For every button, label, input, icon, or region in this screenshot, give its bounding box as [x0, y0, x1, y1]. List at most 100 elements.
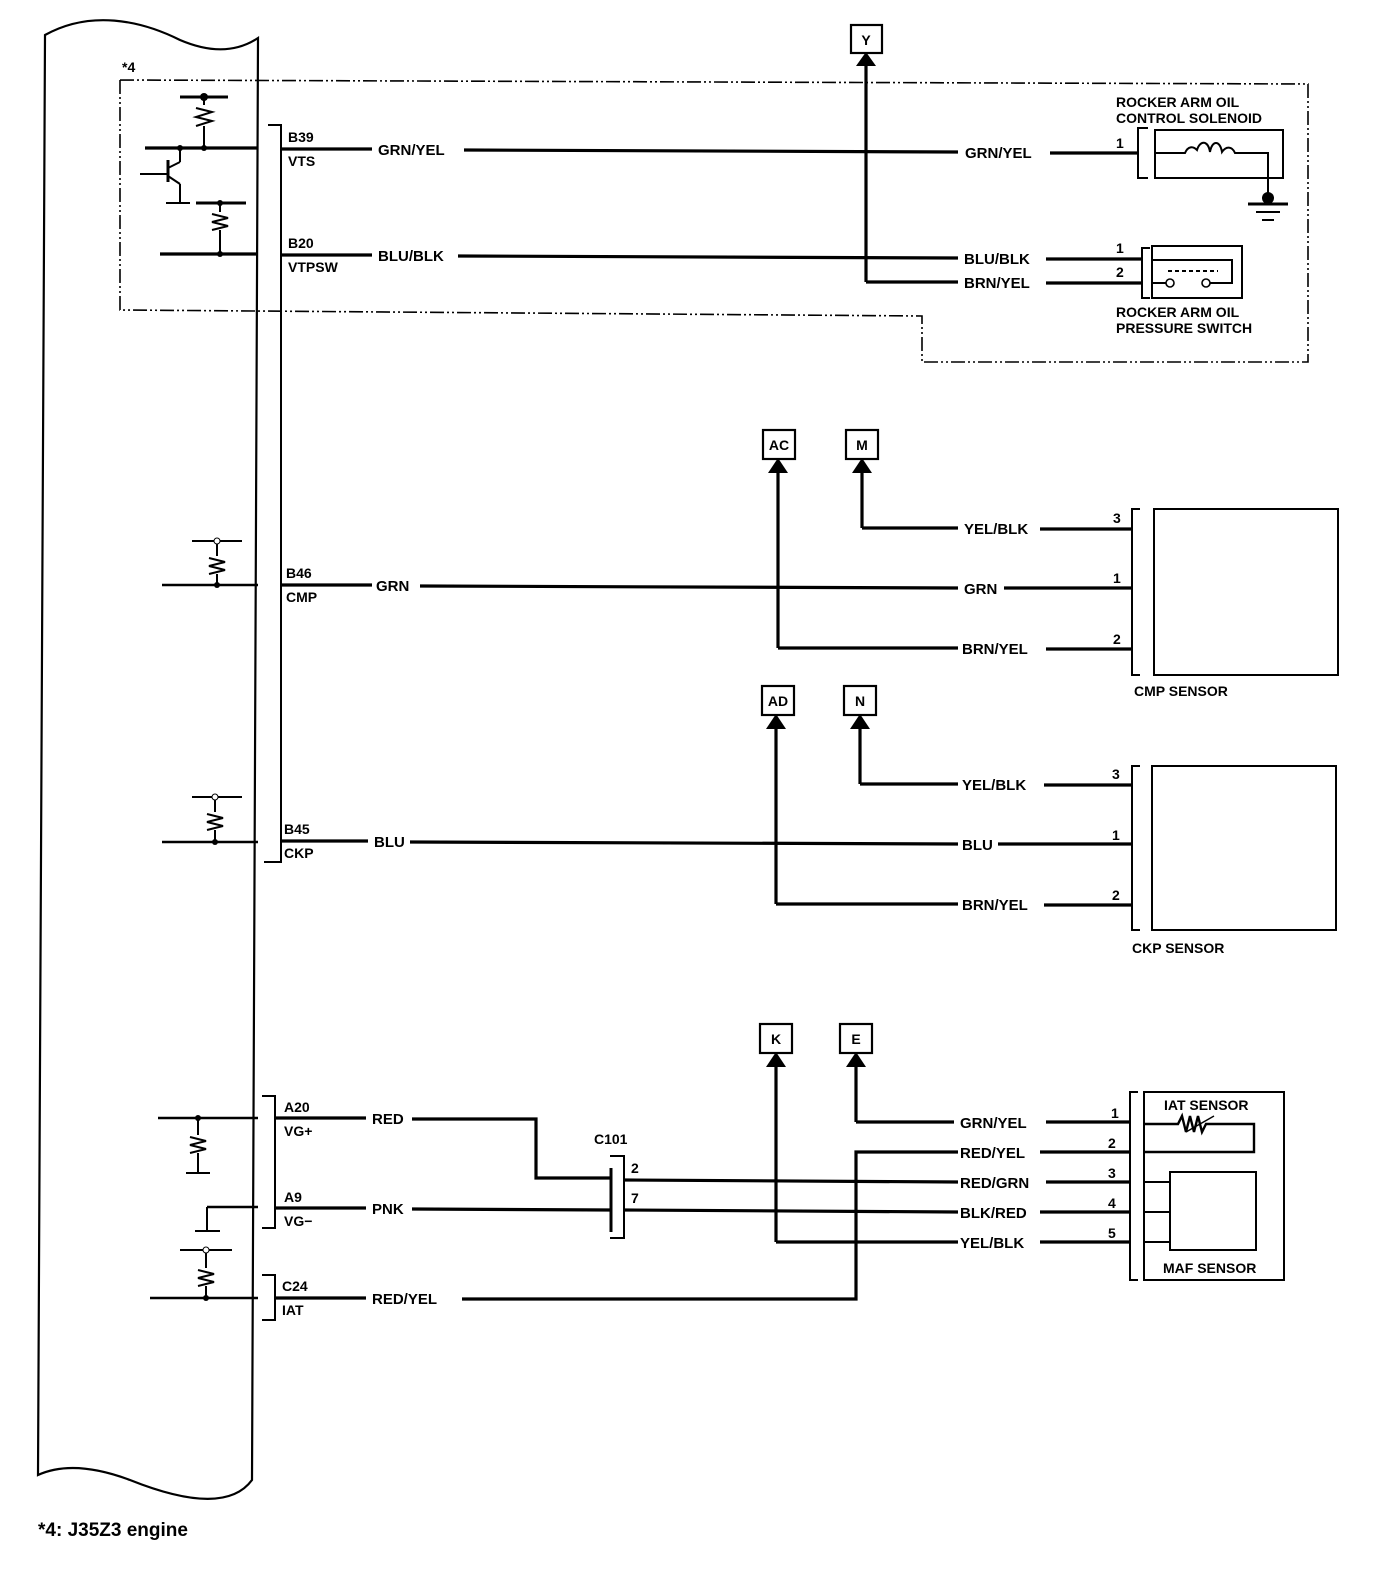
- wire-label-blu-sensor: BLU: [962, 837, 993, 854]
- svg-text:BLK/RED: BLK/RED: [960, 1205, 1027, 1222]
- svg-text:ROCKER ARM OIL: ROCKER ARM OIL: [1116, 94, 1240, 110]
- svg-text:CKP: CKP: [284, 845, 314, 861]
- ecm-internal-circuit-ckp: [162, 793, 258, 845]
- connector-k[interactable]: K: [758, 1022, 794, 1055]
- arrow-up-icon: [766, 714, 786, 729]
- wire-blu-blk: [457, 254, 959, 260]
- svg-text:E: E: [851, 1031, 860, 1047]
- svg-text:YEL/BLK: YEL/BLK: [960, 1235, 1024, 1252]
- svg-text:2: 2: [1108, 1135, 1116, 1151]
- cmp-pin-1: 1: [1113, 570, 1121, 586]
- svg-text:CMP: CMP: [286, 589, 317, 605]
- ecm-pin-b46: B46 CMP: [286, 565, 317, 605]
- thermistor-icon: [1144, 1112, 1256, 1154]
- wire-label-brn-yel-cmp: BRN/YEL: [962, 641, 1028, 658]
- ecm-pin-b45: B45 CKP: [284, 821, 314, 861]
- svg-text:B39: B39: [288, 129, 314, 145]
- maf-wire-labels: GRN/YEL RED/YEL RED/GRN BLK/RED YEL/BLK: [960, 1115, 1029, 1252]
- ckp-pin-1: 1: [1112, 827, 1120, 843]
- wire-label-yel-blk-cmp: YEL/BLK: [964, 521, 1028, 538]
- ckp-pin-3: 3: [1112, 766, 1120, 782]
- maf-iat-sensor: IAT SENSOR MAF SENSOR: [1129, 1091, 1285, 1281]
- ecm-internal-circuit-maf: [150, 1115, 258, 1301]
- ecm-connector-b: [264, 124, 282, 863]
- wire-label-red-yel-ecm: RED/YEL: [372, 1291, 437, 1308]
- connector-m[interactable]: M: [844, 428, 880, 461]
- svg-text:B46: B46: [286, 565, 312, 581]
- ckp-sensor: CKP SENSOR: [1131, 765, 1337, 956]
- svg-text:RED/YEL: RED/YEL: [960, 1145, 1025, 1162]
- svg-text:ROCKER ARM OIL: ROCKER ARM OIL: [1116, 304, 1240, 320]
- svg-text:RED/GRN: RED/GRN: [960, 1175, 1029, 1192]
- ecm-pin-a20: A20 VG+: [284, 1099, 312, 1139]
- svg-text:AC: AC: [769, 437, 789, 453]
- svg-text:PRESSURE SWITCH: PRESSURE SWITCH: [1116, 320, 1252, 336]
- cmp-sensor: CMP SENSOR: [1131, 508, 1339, 699]
- svg-text:A9: A9: [284, 1189, 302, 1205]
- arrow-up-icon: [850, 714, 870, 729]
- svg-text:N: N: [855, 693, 865, 709]
- svg-text:7: 7: [631, 1190, 639, 1206]
- svg-text:MAF SENSOR: MAF SENSOR: [1163, 1260, 1256, 1276]
- wire-blk-red: [623, 1208, 959, 1214]
- ecm-pin-a9: A9 VG−: [284, 1189, 312, 1229]
- svg-text:VG+: VG+: [284, 1123, 312, 1139]
- svg-text:IAT SENSOR: IAT SENSOR: [1164, 1097, 1249, 1113]
- svg-text:VG−: VG−: [284, 1213, 312, 1229]
- wire-label-red: RED: [372, 1111, 404, 1128]
- ecm-connector-a: [262, 1095, 276, 1229]
- rocker-arm-oil-pressure-switch: ROCKER ARM OIL PRESSURE SWITCH: [1116, 245, 1252, 336]
- wire-label-pnk: PNK: [372, 1201, 404, 1218]
- switch-pin-2: 2: [1116, 264, 1124, 280]
- svg-text:VTPSW: VTPSW: [288, 259, 339, 275]
- svg-text:CMP SENSOR: CMP SENSOR: [1134, 683, 1228, 699]
- wire-label-blu-blk-switch: BLU/BLK: [964, 251, 1030, 268]
- wire-red-grn: [623, 1178, 959, 1184]
- ecm-pin-c24: C24 IAT: [282, 1278, 308, 1318]
- svg-text:1: 1: [1111, 1105, 1119, 1121]
- arrow-up-icon: [766, 1052, 786, 1067]
- svg-text:AD: AD: [768, 693, 788, 709]
- arrow-up-icon: [846, 1052, 866, 1067]
- cmp-pin-3: 3: [1113, 510, 1121, 526]
- wire-red: [412, 1117, 610, 1180]
- connector-ac[interactable]: AC: [761, 428, 797, 461]
- svg-text:CONTROL SOLENOID: CONTROL SOLENOID: [1116, 110, 1262, 126]
- wire-label-grn-sensor: GRN: [964, 581, 997, 598]
- ecm-internal-circuit-vts: [140, 93, 258, 257]
- rocker-arm-oil-control-solenoid: ROCKER ARM OIL CONTROL SOLENOID: [1116, 94, 1288, 221]
- svg-text:IAT: IAT: [282, 1302, 304, 1318]
- wire-pnk: [411, 1207, 611, 1212]
- wire-label-yel-blk-ckp: YEL/BLK: [962, 777, 1026, 794]
- connector-e[interactable]: E: [838, 1022, 874, 1055]
- coil-icon: [1155, 141, 1269, 198]
- ecm-module-outline: [36, 19, 260, 1500]
- svg-text:GRN/YEL: GRN/YEL: [960, 1115, 1027, 1132]
- wire-label-brn-yel-switch: BRN/YEL: [964, 275, 1030, 292]
- svg-text:C24: C24: [282, 1278, 308, 1294]
- svg-text:K: K: [771, 1031, 781, 1047]
- wire-blu: [409, 840, 959, 846]
- arrow-up-icon: [856, 52, 876, 66]
- connector-ad[interactable]: AD: [760, 684, 796, 717]
- connector-y[interactable]: Y: [849, 23, 884, 55]
- ecm-pin-b39: B39 VTS: [288, 129, 315, 169]
- wire-label-blu-blk-ecm: BLU/BLK: [378, 248, 444, 265]
- connector-c101: C101 2 7: [594, 1131, 639, 1239]
- wire-label-blu-ecm: BLU: [374, 834, 405, 851]
- maf-pin-numbers: 1 2 3 4 5: [1108, 1105, 1119, 1241]
- arrow-up-icon: [768, 458, 788, 473]
- wire-label-brn-yel-ckp: BRN/YEL: [962, 897, 1028, 914]
- svg-text:C101: C101: [594, 1131, 628, 1147]
- wire-grn-yel: [463, 148, 959, 154]
- arrow-up-icon: [852, 458, 872, 473]
- svg-text:3: 3: [1108, 1165, 1116, 1181]
- solenoid-pin-1: 1: [1116, 135, 1124, 151]
- wire-label-grn-ecm: GRN: [376, 578, 409, 595]
- footnote-marker: *4: [122, 59, 135, 75]
- svg-text:Y: Y: [861, 32, 871, 48]
- connector-n[interactable]: N: [842, 684, 878, 717]
- svg-text:A20: A20: [284, 1099, 310, 1115]
- svg-text:5: 5: [1108, 1225, 1116, 1241]
- svg-text:B45: B45: [284, 821, 310, 837]
